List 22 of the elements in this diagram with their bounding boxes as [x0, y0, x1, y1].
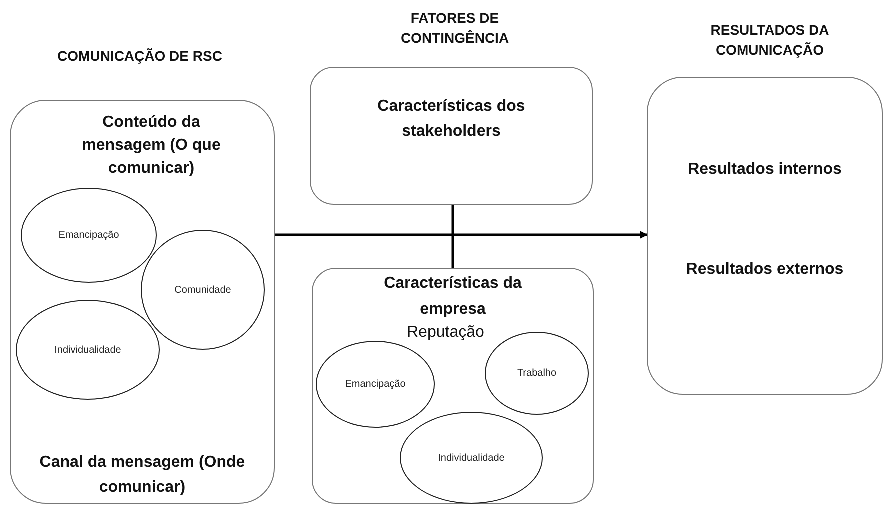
column-heading: COMUNICAÇÃO DE RSC [56, 47, 224, 66]
ellipse-label: Emancipação [345, 378, 406, 392]
ellipse-label: Individualidade [438, 452, 505, 466]
connector-line [452, 205, 454, 268]
ellipse-label: Trabalho [517, 367, 557, 381]
column-heading: FATORES DE CONTINGÊNCIA [400, 9, 510, 48]
result-text: Resultados internos [687, 160, 843, 180]
connector-line [275, 231, 648, 239]
panel-heading: Canal da mensagem (Onde comunicar) [38, 453, 246, 498]
rounded-panel [647, 77, 883, 395]
panel-heading: Características dos stakeholders [376, 97, 526, 142]
panel-subheading: Reputação [407, 323, 484, 343]
ellipse-label: Comunidade [174, 284, 232, 298]
column-heading: RESULTADOS DA COMUNICAÇÃO [710, 21, 830, 60]
panel-heading: Conteúdo da mensagem (O que comunicar) [81, 113, 222, 179]
result-text: Resultados externos [685, 260, 845, 280]
rounded-panel [310, 67, 593, 205]
panel-heading: Características da empresa [383, 274, 523, 320]
ellipse-label: Individualidade [54, 344, 122, 358]
rounded-panel [312, 268, 594, 504]
ellipse-label: Emancipação [58, 229, 120, 243]
rounded-panel [10, 100, 275, 504]
